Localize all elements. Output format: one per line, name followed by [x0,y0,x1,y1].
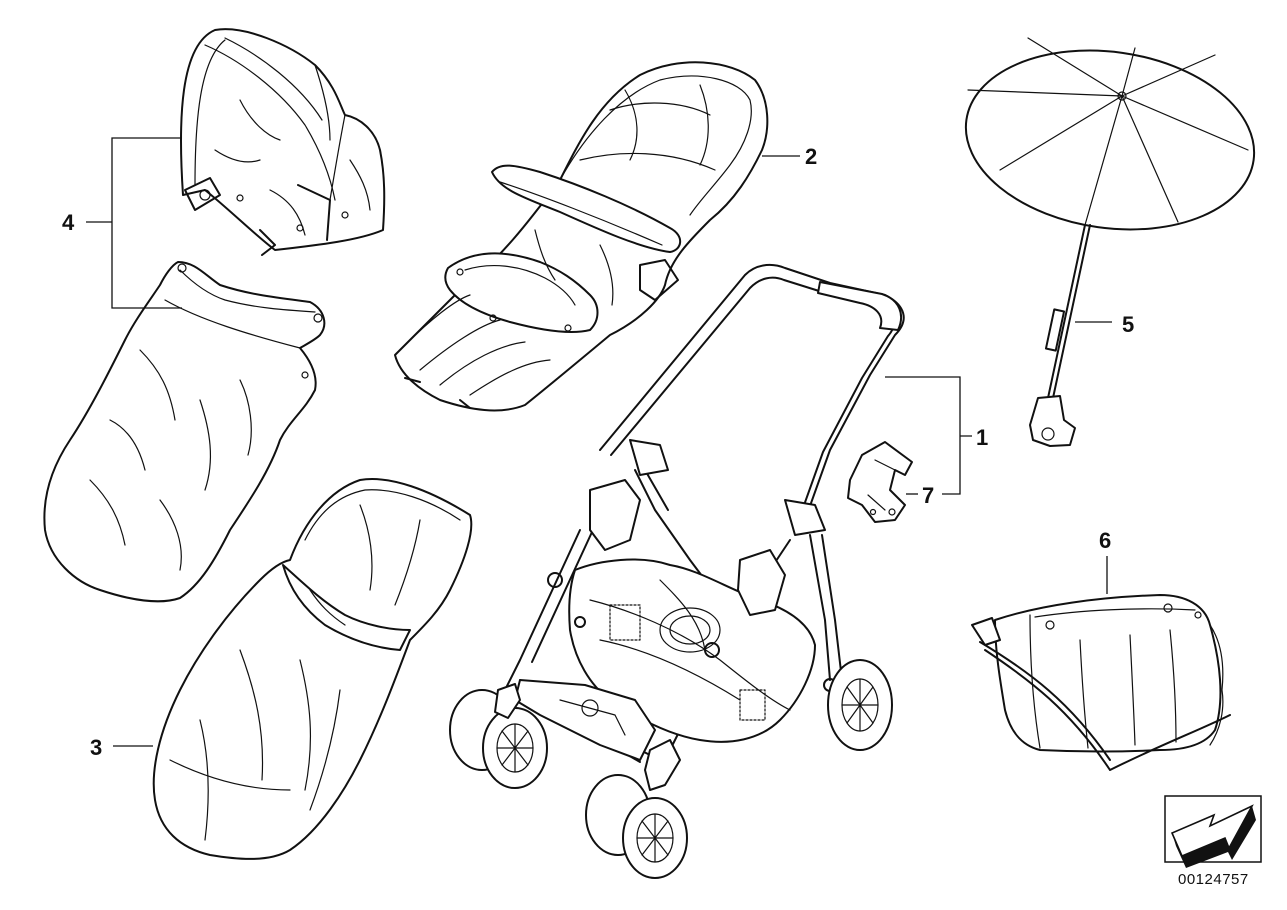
callout-3: 3 [90,735,102,760]
callout-7: 7 [922,483,934,508]
parasol[interactable] [954,33,1266,447]
leader-line-1 [885,376,972,495]
callout-2: 2 [805,144,817,169]
callout-5: 5 [1122,312,1134,337]
mounting-bracket[interactable] [847,441,913,523]
seat-unit[interactable] [394,61,769,412]
direction-arrow-icon [1164,795,1262,868]
footmuff[interactable] [152,478,473,860]
apron-cover[interactable] [43,261,326,603]
document-number: 00124757 [1178,871,1249,888]
changing-bag[interactable] [971,594,1231,771]
callout-1: 1 [976,425,988,450]
leader-line-4 [86,137,182,309]
canopy-hood[interactable] [180,28,386,256]
callout-4: 4 [62,210,75,235]
callout-6: 6 [1099,528,1111,553]
stroller-frame[interactable] [449,263,905,879]
